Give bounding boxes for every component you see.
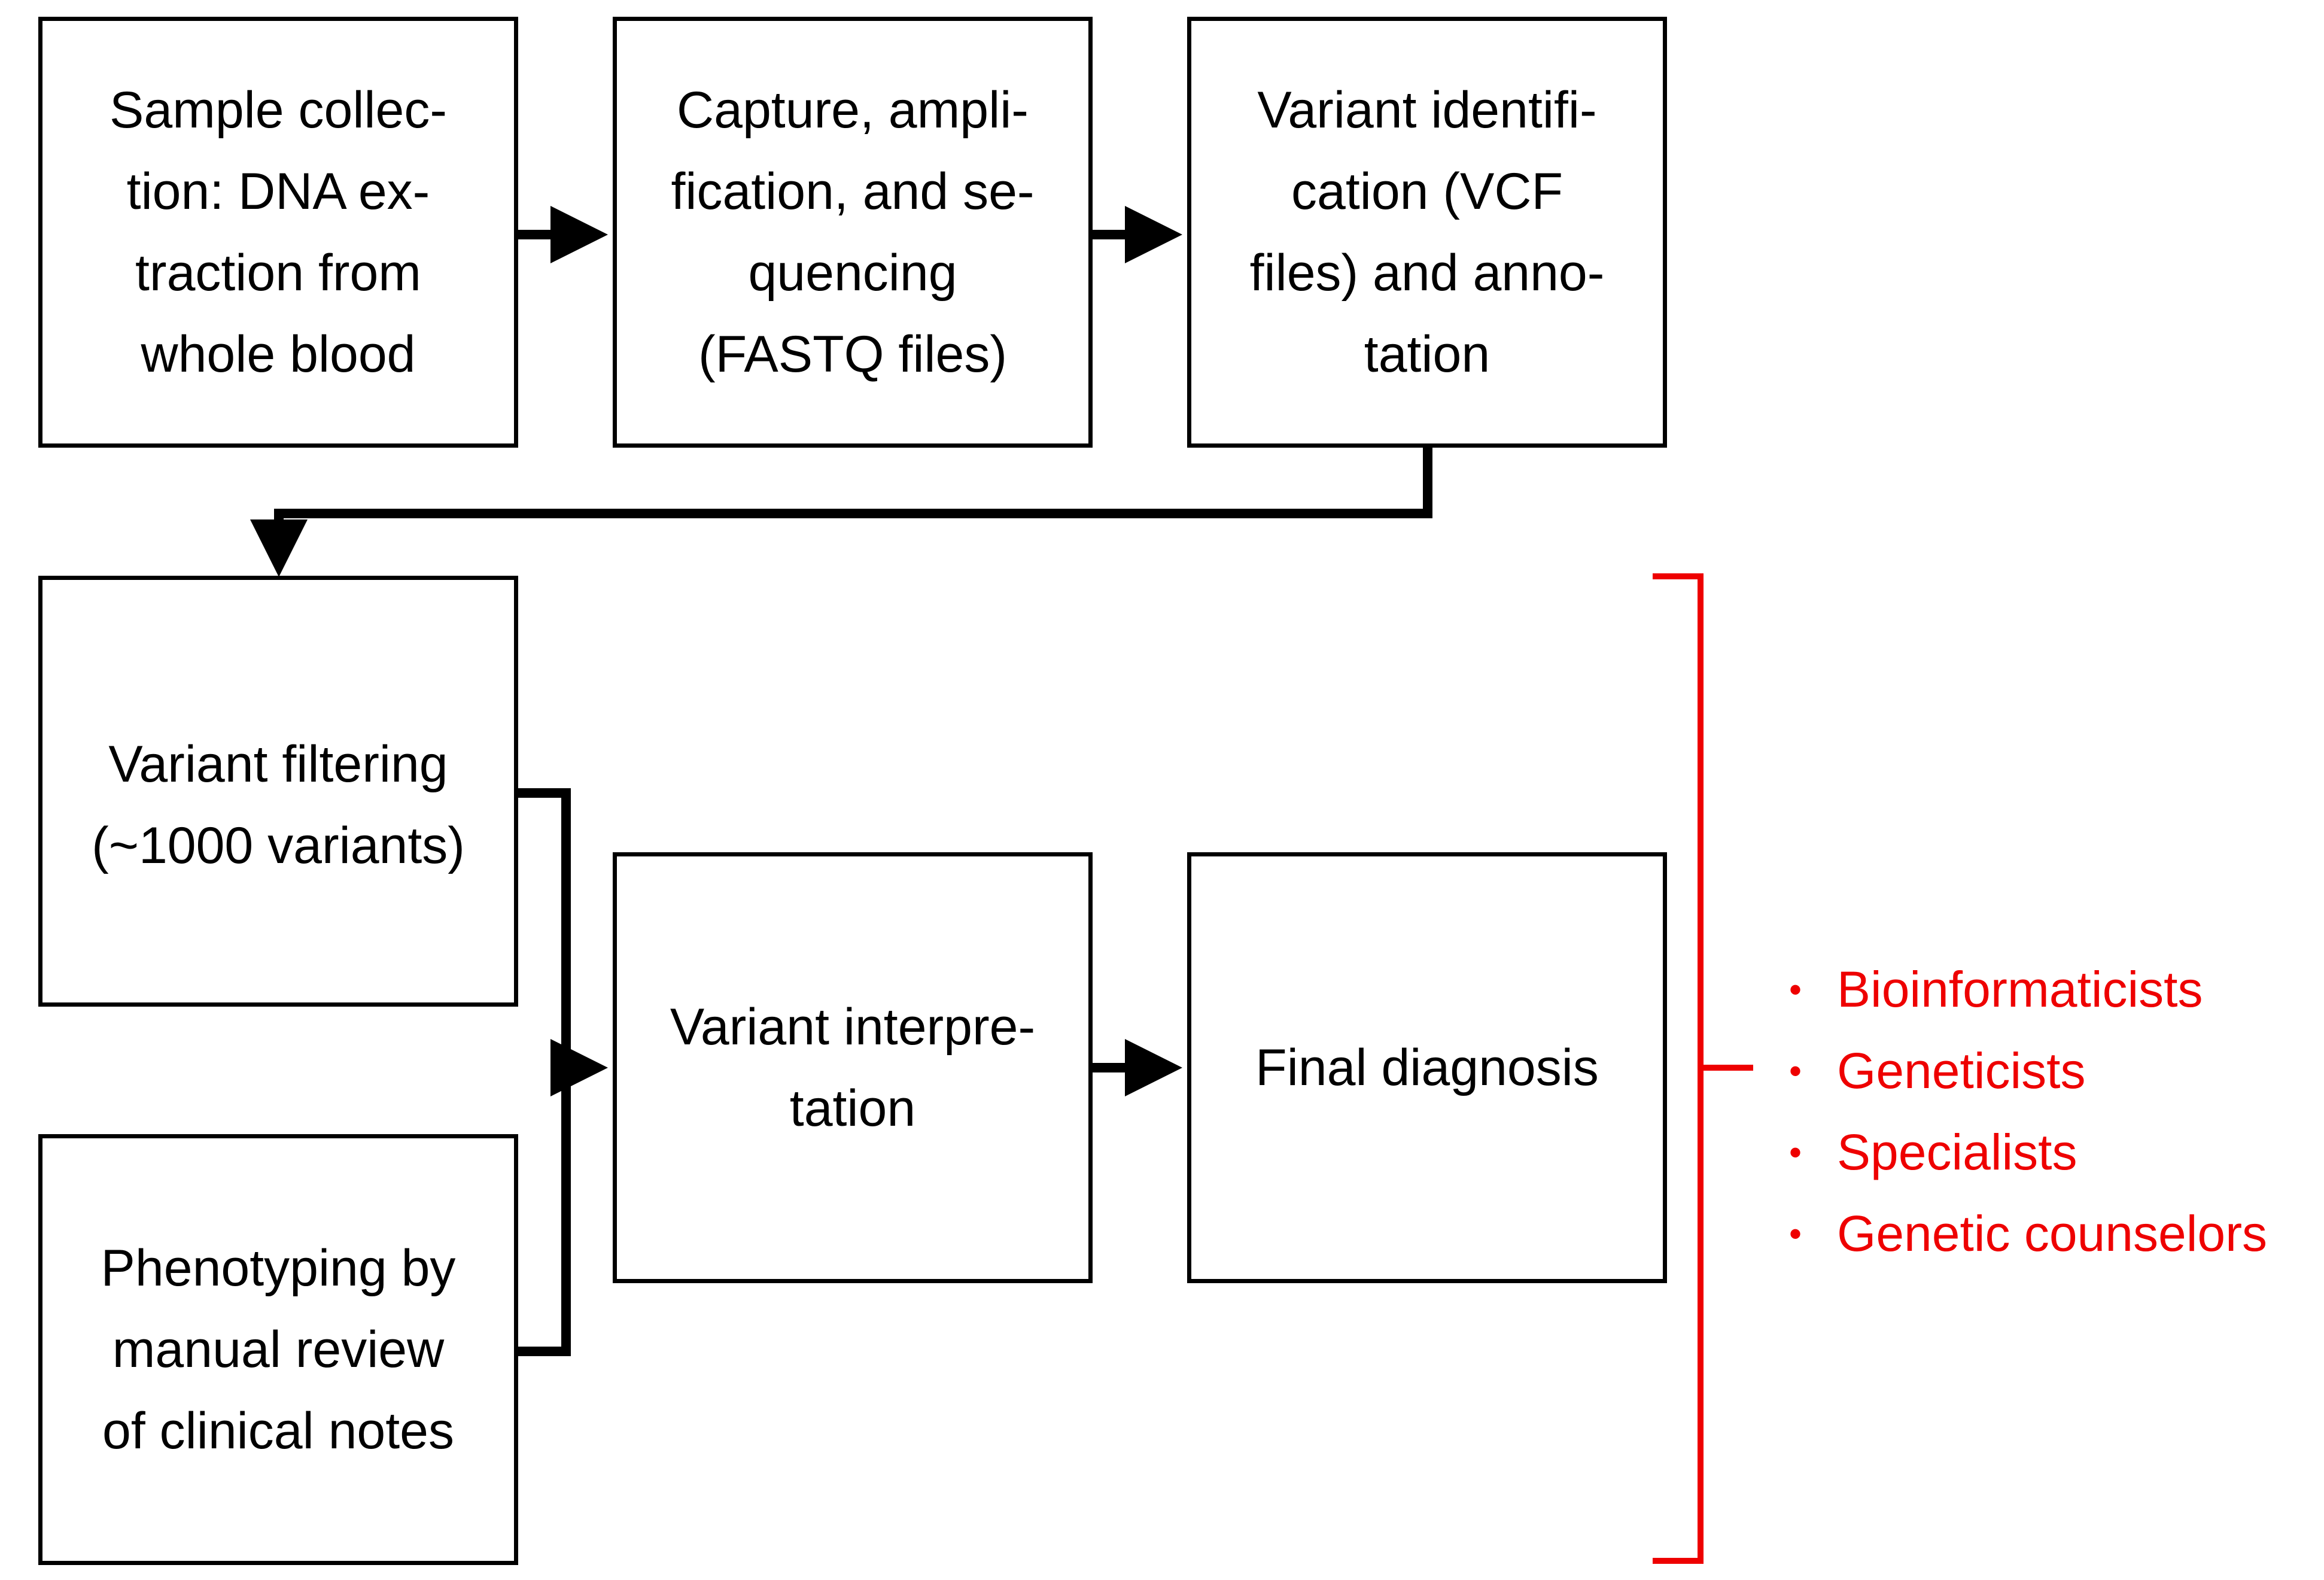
box-text-line: Variant identifi- xyxy=(1257,81,1597,139)
responsible-roles-list: • Bioinformaticists • Geneticists • Spec… xyxy=(1789,949,2304,1274)
role-label: Bioinformaticists xyxy=(1837,961,2203,1017)
variant-filtering-box: Variant filtering (~1000 variants) xyxy=(38,576,518,1007)
connector-filtering-to-merge xyxy=(518,788,571,1356)
box-text-line: cation (VCF xyxy=(1291,163,1563,220)
role-label: Genetic counselors xyxy=(1837,1205,2268,1262)
box-text-line: Final diagnosis xyxy=(1255,1039,1599,1096)
bullet-icon: • xyxy=(1789,1050,1802,1091)
variant-identification-box: Variant identifi- cation (VCF files) and… xyxy=(1187,17,1667,448)
bullet-icon: • xyxy=(1789,1213,1802,1254)
box-text-line: traction from xyxy=(135,244,421,302)
box-text-line: (~1000 variants) xyxy=(92,817,465,874)
role-item: • Geneticists xyxy=(1789,1030,2304,1111)
variant-interpretation-box: Variant interpre- tation xyxy=(613,852,1093,1283)
box-text-line: Variant interpre- xyxy=(670,998,1036,1056)
box-text-line: tation xyxy=(1364,326,1490,383)
box-text-line: of clinical notes xyxy=(102,1402,454,1460)
role-label: Specialists xyxy=(1837,1123,2077,1180)
role-item: • Bioinformaticists xyxy=(1789,949,2304,1030)
box-text-line: Phenotyping by xyxy=(101,1239,456,1297)
box-text-line: fication, and se- xyxy=(671,163,1035,220)
box-text-line: Variant filtering xyxy=(108,736,448,793)
box-text-line: quencing xyxy=(748,244,957,302)
box-text-line: files) and anno- xyxy=(1249,244,1605,302)
bullet-icon: • xyxy=(1789,1132,1802,1172)
sample-collection-box: Sample collec- tion: DNA ex- traction fr… xyxy=(38,17,518,448)
phenotyping-box: Phenotyping by manual review of clinical… xyxy=(38,1134,518,1565)
role-item: • Specialists xyxy=(1789,1111,2304,1193)
bullet-icon: • xyxy=(1789,969,1802,1010)
box-text-line: Sample collec- xyxy=(109,81,447,139)
box-text-line: manual review xyxy=(112,1321,445,1378)
box-text-line: tion: DNA ex- xyxy=(126,163,430,220)
box-text-line: tation xyxy=(789,1080,916,1137)
box-text-line: whole blood xyxy=(141,326,416,383)
box-text-line: Capture, ampli- xyxy=(677,81,1029,139)
final-diagnosis-box: Final diagnosis xyxy=(1187,852,1667,1283)
sequencing-box: Capture, ampli- fication, and se- quenci… xyxy=(613,17,1093,448)
arrow-identification-to-filtering xyxy=(250,448,1432,577)
role-item: • Genetic counselors xyxy=(1789,1193,2304,1274)
role-label: Geneticists xyxy=(1837,1042,2086,1099)
box-text-line: (FASTQ files) xyxy=(698,326,1008,383)
